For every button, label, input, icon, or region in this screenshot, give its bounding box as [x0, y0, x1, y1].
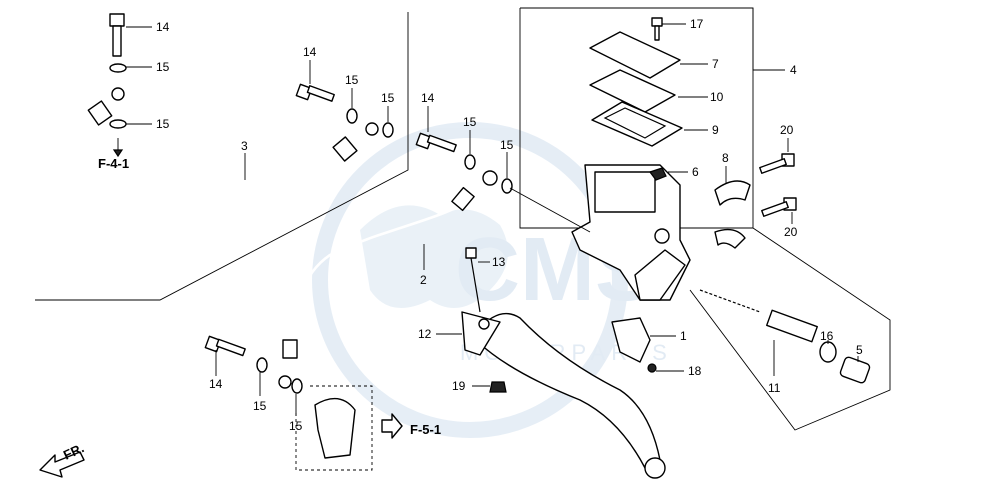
callout-5: 5 — [856, 343, 863, 357]
holder-and-bolts — [714, 153, 797, 249]
callout-20: 20 — [780, 123, 794, 137]
ref-f41-label: F-4-1 — [98, 156, 129, 171]
section-lines — [35, 7, 891, 431]
callout-3: 3 — [241, 139, 248, 153]
callout-14: 14 — [303, 45, 317, 59]
callout-14: 14 — [421, 91, 435, 105]
callout-1: 1 — [680, 329, 687, 343]
callout-4: 4 — [790, 63, 797, 77]
callout-13: 13 — [492, 255, 506, 269]
callout-8: 8 — [722, 151, 729, 165]
callout-15: 15 — [381, 91, 395, 105]
callouts: 14 15 15 3 14 15 15 14 15 15 2 13 12 19 … — [156, 17, 863, 433]
lever-cover — [295, 385, 403, 471]
piston-set — [699, 289, 871, 384]
callout-15: 15 — [500, 138, 514, 152]
reservoir-cap-set — [589, 17, 683, 181]
callout-2: 2 — [420, 273, 427, 287]
callout-16: 16 — [820, 329, 834, 343]
bolt-washers-middle — [204, 132, 513, 394]
callout-17: 17 — [690, 17, 704, 31]
callout-18: 18 — [688, 364, 702, 378]
callout-12: 12 — [418, 327, 432, 341]
callout-15: 15 — [463, 115, 477, 129]
callout-11: 11 — [768, 381, 781, 395]
callout-10: 10 — [710, 90, 724, 104]
leader-lines — [117, 23, 859, 416]
callout-14: 14 — [156, 20, 170, 34]
master-cylinder — [509, 164, 691, 301]
callout-7: 7 — [712, 57, 719, 71]
callout-9: 9 — [712, 123, 719, 137]
callout-19: 19 — [452, 379, 466, 393]
callout-15: 15 — [156, 60, 170, 74]
callout-14: 14 — [209, 377, 223, 391]
reference-labels: F-4-1 F-5-1 FR. — [61, 149, 441, 463]
callout-15: 15 — [156, 117, 170, 131]
brake-lever — [461, 247, 666, 479]
callout-6: 6 — [692, 165, 699, 179]
ref-f51-label: F-5-1 — [410, 422, 441, 437]
brake-hose-3 — [54, 87, 379, 222]
callout-20: 20 — [784, 225, 798, 239]
brake-switch — [611, 317, 657, 373]
callout-15: 15 — [253, 399, 267, 413]
callout-15: 15 — [345, 73, 359, 87]
callout-15: 15 — [289, 419, 303, 433]
brake-hose-2 — [278, 170, 498, 389]
front-arrow — [39, 451, 85, 478]
